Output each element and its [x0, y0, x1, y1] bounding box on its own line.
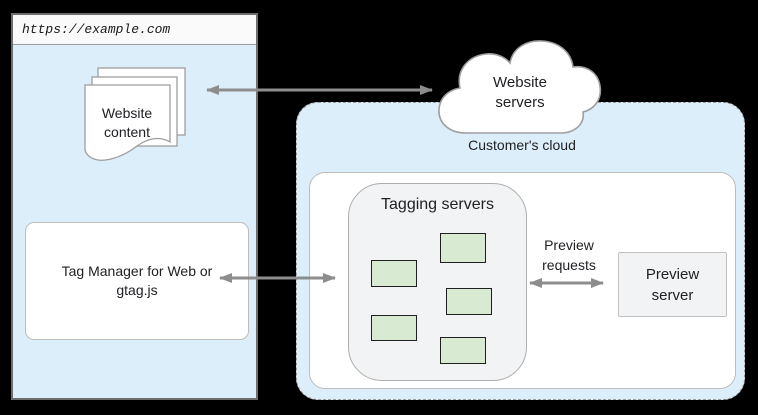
browser-titlebar: https://example.com [13, 15, 256, 45]
tagging-servers-label: Tagging servers [381, 196, 494, 213]
tagging-server-node [446, 288, 492, 315]
preview-server-box: Preview server [618, 252, 727, 317]
preview-requests-label: Preview requests [542, 237, 596, 273]
customer-cloud-box: Customer's cloud Tagging servers Preview… [296, 102, 745, 400]
customer-cloud-label: Customer's cloud [468, 137, 576, 153]
tagging-server-node [440, 233, 486, 263]
browser-window: https://example.com Tag Manager for Web … [11, 13, 258, 400]
customer-cloud-inner-box: Tagging servers Preview requests Preview… [309, 172, 736, 389]
website-content-label: Website content [101, 105, 153, 140]
tagging-server-node [371, 260, 417, 287]
tagging-server-node [440, 337, 486, 364]
browser-url: https://example.com [22, 22, 171, 37]
preview-server-label: Preview server [645, 265, 700, 304]
tagging-server-node [371, 315, 417, 341]
tag-manager-box: Tag Manager for Web or gtag.js [25, 222, 249, 340]
tagging-servers-box: Tagging servers [348, 183, 527, 381]
website-servers-label: Website servers [493, 74, 547, 111]
tag-manager-label: Tag Manager for Web or gtag.js [61, 263, 213, 298]
